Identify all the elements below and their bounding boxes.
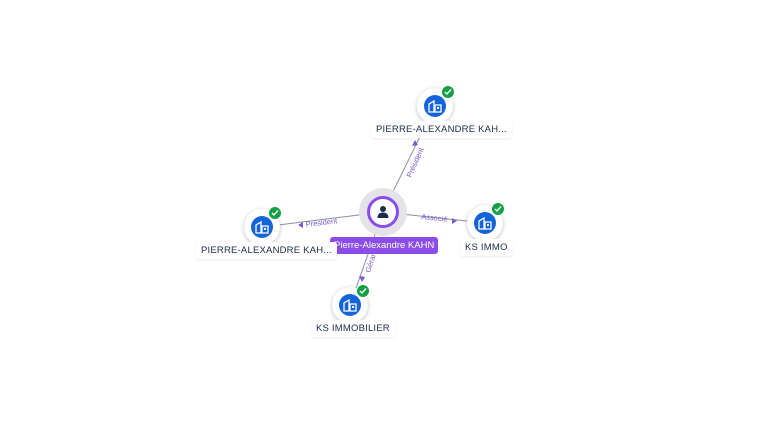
company-badge [424,95,446,117]
company-node[interactable] [467,202,505,241]
company-node[interactable] [417,85,455,124]
company-name-label: KS IMMOBILIER [311,320,395,337]
company-building-icon [428,99,442,113]
edge-label-right: Associé [421,212,448,224]
arrow-top [412,140,418,146]
company-building-icon [255,220,269,234]
company-name-label: PIERRE-ALEXANDRE KAH... [371,121,512,138]
company-node[interactable] [244,206,282,245]
company-node[interactable] [332,284,370,323]
company-badge [474,212,496,234]
company-name-label: KS IMMO [460,239,513,256]
person-node[interactable] [367,196,399,228]
arrow-left [298,222,303,228]
person-icon [377,206,389,218]
arrow-right [452,218,457,224]
arrow-bottom [359,276,365,282]
company-badge [251,216,273,238]
verified-check-icon [356,284,370,298]
company-name-label: PIERRE-ALEXANDRE KAH... [196,242,337,259]
company-building-icon [343,298,357,312]
edge-label-left: Président [305,216,338,229]
verified-check-icon [491,202,505,216]
company-building-icon [478,216,492,230]
verified-check-icon [441,85,455,99]
company-badge [339,294,361,316]
verified-check-icon [268,206,282,220]
person-name-label: Pierre-Alexandre KAHN [330,237,439,254]
